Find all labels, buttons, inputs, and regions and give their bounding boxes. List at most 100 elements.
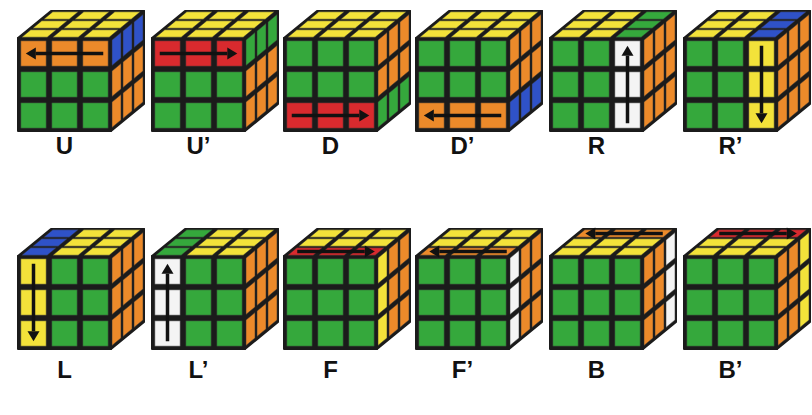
cube-sticker xyxy=(553,72,578,97)
move-arrowhead xyxy=(26,48,36,60)
cube-sticker xyxy=(287,72,312,97)
cube-sticker xyxy=(246,313,255,346)
cube-face xyxy=(416,38,509,131)
cube-sticker xyxy=(217,290,242,315)
cube-sticker xyxy=(666,77,675,110)
cube-sticker xyxy=(378,64,387,97)
cube-sticker xyxy=(123,242,132,275)
cube-sticker xyxy=(64,239,98,246)
cube-sticker xyxy=(318,72,343,97)
cube-sticker xyxy=(400,15,409,48)
cube-sticker xyxy=(400,295,409,328)
move-arrow xyxy=(32,264,36,332)
cube-sticker xyxy=(246,251,255,284)
cube-sticker xyxy=(52,321,77,346)
cube-sticker xyxy=(730,239,764,246)
move-arrow xyxy=(166,274,170,342)
cube-sticker xyxy=(655,304,664,337)
cube-sticker xyxy=(655,24,664,57)
cube-sticker xyxy=(419,41,444,66)
cube-sticker xyxy=(719,248,753,255)
cube-sticker xyxy=(217,259,242,284)
cube-sticker xyxy=(349,290,374,315)
cube-sticker xyxy=(778,313,787,346)
cube-sticker xyxy=(22,248,56,255)
cube-sticker xyxy=(287,290,312,315)
cube-sticker xyxy=(510,95,519,128)
cube-sticker xyxy=(318,321,343,346)
cube-sticker xyxy=(217,72,242,97)
move-arrowhead xyxy=(28,331,40,341)
move-arrow xyxy=(719,232,787,236)
cube-sticker xyxy=(481,259,506,284)
move-arrow xyxy=(36,52,104,56)
cube-sticker xyxy=(246,64,255,97)
cube-sticker xyxy=(349,41,374,66)
cube-sticker xyxy=(584,41,609,66)
move-arrowhead xyxy=(622,46,634,56)
cube-sticker xyxy=(83,290,108,315)
cube-sticker xyxy=(687,41,712,66)
cube-sticker xyxy=(778,33,787,66)
cube-sticker xyxy=(83,321,108,346)
cube-sticker xyxy=(319,30,353,37)
cube-drawing xyxy=(550,228,676,350)
cube-sticker xyxy=(718,72,743,97)
cube-sticker xyxy=(510,64,519,97)
cube-sticker xyxy=(287,41,312,66)
cube-sticker xyxy=(134,233,143,266)
cube-face xyxy=(777,11,810,131)
cube-sticker xyxy=(800,264,809,297)
cube-face xyxy=(18,256,111,349)
cube-sticker xyxy=(75,12,109,19)
cube-sticker xyxy=(789,273,798,306)
cube-sticker xyxy=(389,304,398,337)
cube-sticker xyxy=(532,295,541,328)
cube-sticker xyxy=(156,30,190,37)
cube-sticker xyxy=(584,103,609,128)
cube-sticker xyxy=(123,273,132,306)
cube-face xyxy=(18,38,111,131)
cube-sticker xyxy=(330,239,364,246)
cube-sticker xyxy=(378,282,387,315)
cube-sticker xyxy=(521,273,530,306)
cube-sticker xyxy=(349,72,374,97)
cube-sticker xyxy=(52,72,77,97)
cube-sticker xyxy=(112,95,121,128)
cube-sticker xyxy=(644,313,653,346)
cube-sticker xyxy=(655,273,664,306)
cube-sticker xyxy=(481,290,506,315)
cube-sticker xyxy=(419,321,444,346)
cube-sticker xyxy=(186,103,211,128)
cube-sticker xyxy=(800,295,809,328)
cube-sticker xyxy=(510,313,519,346)
cube-sticker xyxy=(52,290,77,315)
cube-sticker xyxy=(112,282,121,315)
cube-sticker xyxy=(510,33,519,66)
cube-sticker xyxy=(584,321,609,346)
cube-sticker xyxy=(644,64,653,97)
cube-face xyxy=(284,38,377,131)
cube-face xyxy=(777,229,810,349)
cube-sticker xyxy=(473,12,507,19)
cube-sticker xyxy=(521,55,530,88)
cube-sticker xyxy=(53,30,87,37)
cube-sticker xyxy=(687,290,712,315)
move-arrowhead xyxy=(227,48,237,60)
cube-sticker xyxy=(156,248,190,255)
cube-sticker xyxy=(688,248,722,255)
move-name: D’ xyxy=(451,133,475,159)
cube-sticker xyxy=(778,64,787,97)
cube-sticker xyxy=(800,77,809,110)
cube-sticker xyxy=(198,239,232,246)
move-name: B’ xyxy=(719,357,743,383)
cube-sticker xyxy=(257,55,266,88)
cube-sticker xyxy=(778,282,787,315)
cube-sticker xyxy=(666,233,675,266)
cube-face xyxy=(245,11,278,131)
cube-sticker xyxy=(420,30,454,37)
cube-sticker xyxy=(167,21,201,28)
cube-sticker xyxy=(21,72,46,97)
cube-sticker xyxy=(553,103,578,128)
cube-sticker xyxy=(187,248,221,255)
